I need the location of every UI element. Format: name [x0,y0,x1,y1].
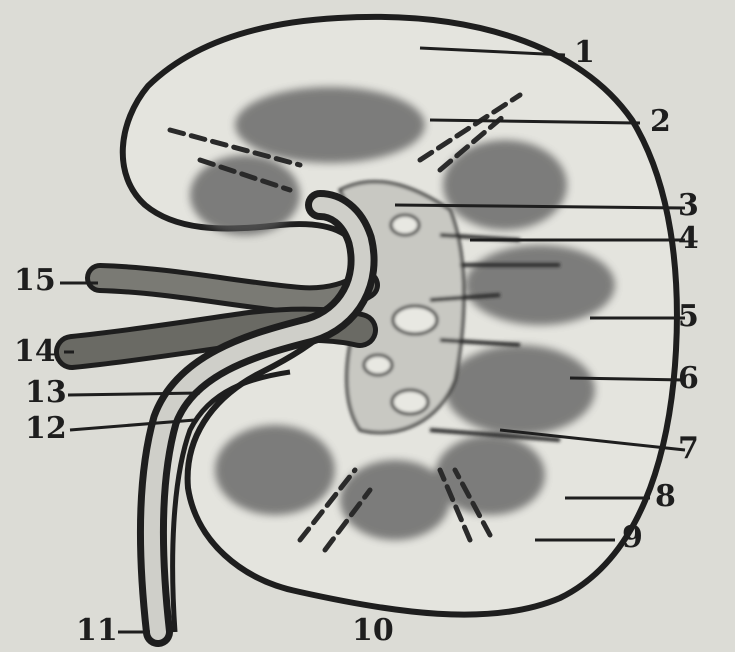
label-13: 13 [25,378,67,408]
label-7: 7 [678,434,699,464]
label-15: 15 [14,266,56,296]
label-6: 6 [678,364,699,394]
label-8: 8 [655,482,676,512]
label-9: 9 [622,523,643,553]
label-10: 10 [352,616,394,646]
label-11: 11 [76,616,118,646]
label-12: 12 [25,414,67,444]
label-14: 14 [14,337,56,367]
label-3: 3 [678,191,699,221]
label-4: 4 [678,224,699,254]
label-1: 1 [574,38,595,68]
label-2: 2 [650,107,671,137]
label-5: 5 [678,302,699,332]
